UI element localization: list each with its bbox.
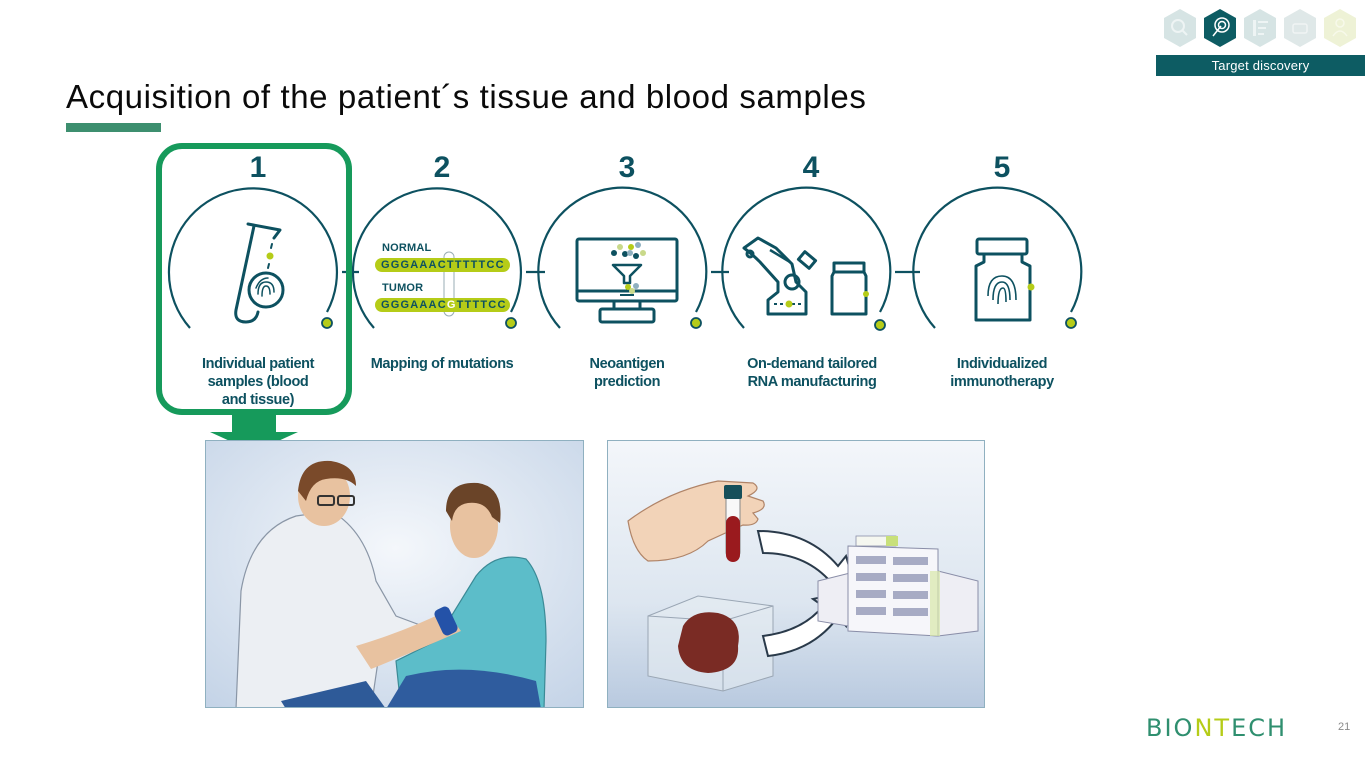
page-number: 21 [1338, 721, 1351, 733]
normal-seq-prefix: GGGAAAC [381, 259, 447, 271]
nav-hex-flask[interactable] [1282, 8, 1318, 48]
section-badge: Target discovery [1156, 55, 1365, 76]
test-tube-fingerprint-icon [234, 222, 285, 324]
tumor-seq-suffix: TTTTCC [456, 299, 507, 311]
nav-hex-target[interactable] [1202, 8, 1238, 48]
step-4-end-dot [874, 319, 886, 331]
step-5-number: 5 [993, 151, 1011, 184]
building [817, 535, 979, 637]
step-3-end-dot [690, 317, 702, 329]
title-underline [66, 123, 161, 132]
step-2-end-dot [505, 317, 517, 329]
step-2-arc [351, 187, 522, 329]
nav-hex-magnifier[interactable] [1162, 8, 1198, 48]
mutation-bracket [443, 251, 455, 317]
step-1-number: 1 [249, 151, 267, 184]
step-5-label-line: immunotherapy [950, 374, 1054, 390]
logo-mid: NT [1194, 714, 1232, 742]
list-icon [1244, 9, 1276, 47]
patient-figure [356, 482, 547, 707]
blood-tube [724, 485, 742, 562]
step-5-label: Individualized immunotherapy [925, 355, 1079, 391]
logo-suffix: ECH [1231, 714, 1288, 742]
page-title: Acquisition of the patient´s tissue and … [66, 78, 867, 115]
step-4-number: 4 [802, 151, 820, 184]
doctor-figure [235, 460, 437, 707]
magnifier-icon [1164, 9, 1196, 47]
step-4-label: On-demand tailored RNA manufacturing [726, 355, 898, 391]
section-navigation [1162, 8, 1358, 50]
flask-icon [1284, 9, 1316, 47]
step-3-label: Neoantigen prediction [556, 355, 698, 391]
step-4-arc [721, 186, 892, 329]
step-2-number: 2 [433, 151, 451, 184]
normal-sequence: GGGAAACTTTTTCC [375, 258, 510, 272]
person-icon [1324, 9, 1356, 47]
step-5-end-dot [1065, 317, 1077, 329]
step-3-arc [537, 186, 708, 329]
step-5-arc [912, 186, 1083, 329]
step-1-label-line: Individual patient [201, 356, 315, 372]
tissue-box [647, 595, 774, 692]
tumor-sequence: GGGAAACGTTTTCC [375, 298, 510, 312]
robot-arm-vial-icon [742, 236, 868, 316]
step-2-label: Mapping of mutations [355, 355, 529, 373]
step-1-end-dot [321, 317, 333, 329]
tumor-label: TUMOR [382, 282, 424, 294]
step-4-label-line: On-demand tailored [747, 356, 877, 372]
nav-hex-person[interactable] [1322, 8, 1358, 48]
computer-funnel-icon [575, 237, 679, 324]
step-3-label-line: Neoantigen [589, 356, 665, 372]
normal-seq-site: T [446, 259, 455, 271]
step-1-label-line: samples (blood [207, 374, 309, 390]
vial-fingerprint-icon [974, 237, 1032, 322]
tumor-seq-prefix: GGGAAAC [381, 299, 447, 311]
step-1-label-line: and tissue) [221, 392, 295, 408]
step-5-label-line: Individualized [956, 356, 1048, 372]
nav-hex-list[interactable] [1242, 8, 1278, 48]
step-1-label: Individual patient samples (blood and ti… [176, 355, 340, 409]
biontech-logo: BIONTECH [1146, 714, 1287, 742]
tumor-seq-mutation: G [446, 299, 457, 311]
step-3-number: 3 [618, 151, 636, 184]
logo-prefix: BIO [1146, 714, 1195, 742]
sample-transport-illustration [607, 440, 985, 708]
step-1-highlight [156, 143, 352, 415]
normal-seq-suffix: TTTTCC [454, 259, 505, 271]
target-icon [1204, 9, 1236, 47]
blood-draw-illustration [205, 440, 584, 708]
step-1-arc [167, 187, 338, 329]
data-particles [611, 242, 646, 294]
step-2-label-line: Mapping of mutations [370, 356, 514, 372]
step-4-label-line: RNA manufacturing [747, 374, 877, 390]
step-3-label-line: prediction [593, 374, 661, 390]
normal-label: NORMAL [382, 242, 432, 254]
